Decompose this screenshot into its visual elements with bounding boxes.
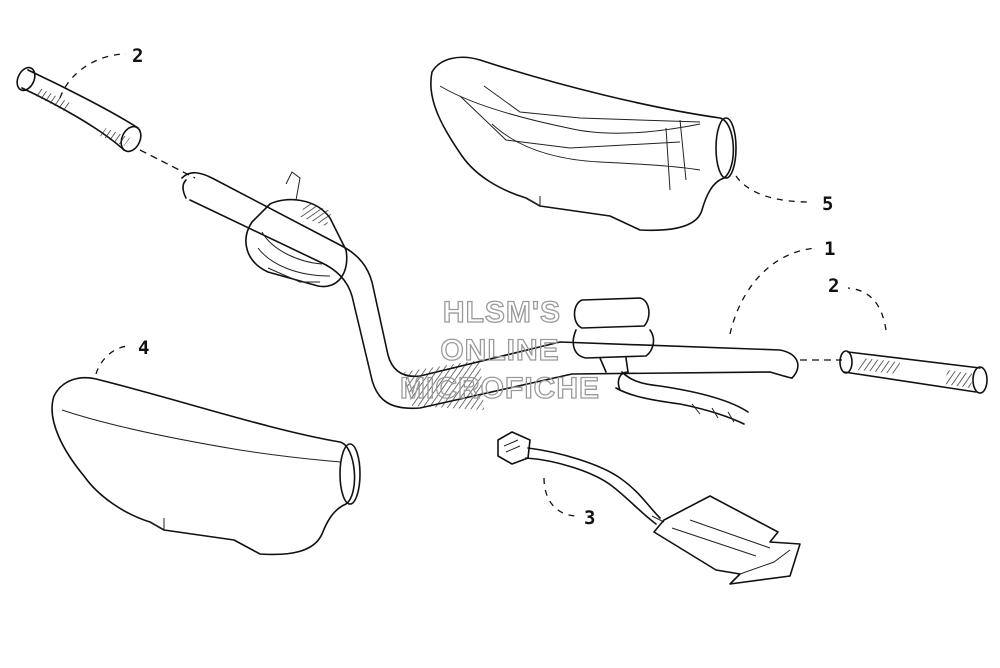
handlebar [181,171,799,410]
left-grip [16,66,142,153]
callout-handguard-left: 4 [138,337,149,359]
watermark-line-1: HLSM'S [443,296,561,329]
wiring-harness [497,431,801,585]
leader-left-handguard [95,345,131,375]
leader-right-handguard [735,175,811,203]
switch-housing [245,171,348,288]
right-grip [839,350,988,394]
left-grip-alignment-line [139,149,196,179]
callout-wiring-harness: 3 [584,507,595,529]
callout-handlebar: 1 [824,238,835,260]
watermark-line-2: ONLINE [440,334,559,367]
callout-grip-left: 2 [132,45,143,67]
leader-wiring-harness [543,477,579,517]
callout-grip-right: 2 [828,275,839,297]
brake-master-cylinder [572,297,749,425]
leader-handbar [729,247,817,335]
leader-right-grip [847,287,887,331]
left-handguard [51,376,361,556]
callout-handguard-right: 5 [822,193,833,215]
right-handguard [430,56,737,232]
leader-left-grip [59,53,127,99]
watermark-line-3: MICROFICHE [400,372,600,405]
